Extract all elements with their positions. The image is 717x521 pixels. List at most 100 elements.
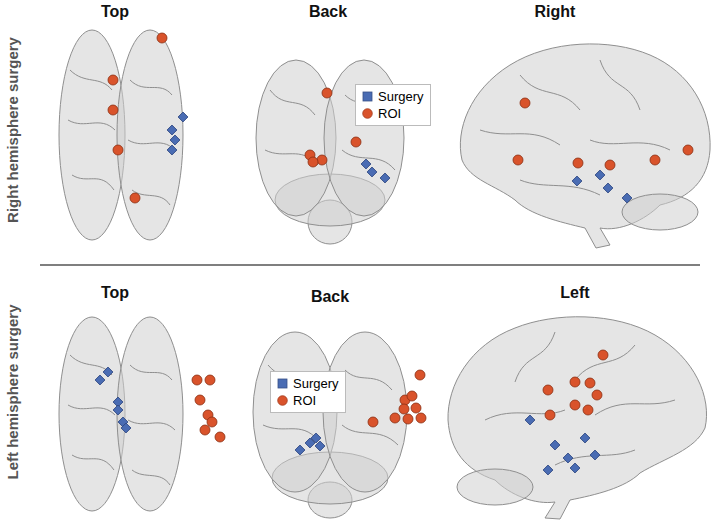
brain-back-view — [253, 332, 407, 518]
roi-marker — [407, 391, 417, 401]
legend-box: SurgeryROI — [270, 371, 346, 413]
legend-entry: Surgery — [277, 375, 339, 392]
roi-marker — [416, 413, 426, 423]
legend-entry: ROI — [277, 392, 339, 409]
roi-marker — [545, 410, 555, 420]
roi-marker — [157, 33, 167, 43]
surgery-marker — [167, 125, 177, 135]
roi-marker — [411, 403, 421, 413]
surgery-marker — [103, 367, 113, 377]
surgery-marker — [525, 415, 535, 425]
roi-marker — [570, 400, 580, 410]
surgery-marker — [580, 433, 590, 443]
label-text: Right hemisphere surgery — [4, 37, 21, 223]
roi-marker — [130, 193, 140, 203]
legend-entry: Surgery — [362, 88, 424, 105]
surgery-marker — [315, 441, 325, 451]
roi-marker — [390, 413, 400, 423]
row-label: Left hemisphere surgery — [4, 304, 21, 479]
surgery-marker — [305, 438, 315, 448]
surgery-marker — [572, 176, 582, 186]
roi-marker — [583, 405, 593, 415]
roi-marker — [415, 370, 425, 380]
view-title: Top — [101, 284, 129, 302]
roi-marker — [650, 155, 660, 165]
legend-text: Surgery — [293, 376, 339, 391]
surgery-marker — [95, 375, 105, 385]
surgery-marker — [590, 450, 600, 460]
surgery-marker — [295, 445, 305, 455]
label-text: Left hemisphere surgery — [4, 304, 21, 479]
surgery-marker — [113, 405, 123, 415]
surgery-marker — [550, 440, 560, 450]
label-text: Back — [309, 3, 347, 20]
surgery-marker — [170, 135, 180, 145]
roi-marker — [108, 105, 118, 115]
legend-text: ROI — [378, 106, 401, 121]
roi-marker — [351, 137, 361, 147]
roi-marker — [322, 88, 332, 98]
legend-swatch-frame — [362, 108, 373, 119]
roi-marker — [683, 145, 693, 155]
surgery-marker — [167, 145, 177, 155]
legend-swatch-frame — [277, 395, 288, 406]
surgery-marker — [595, 170, 605, 180]
view-title: Top — [101, 3, 129, 21]
surgery-marker — [622, 193, 632, 203]
roi-marker — [205, 375, 215, 385]
roi-marker — [399, 404, 409, 414]
roi-marker — [592, 390, 602, 400]
row-label: Right hemisphere surgery — [4, 37, 21, 223]
legend-swatch-frame — [277, 378, 288, 389]
label-text: Right — [535, 3, 576, 20]
surgery-marker — [380, 173, 390, 183]
label-text: Back — [311, 288, 349, 305]
surgery-marker — [178, 112, 188, 122]
legend-swatch-frame — [362, 91, 373, 102]
roi-marker — [195, 395, 205, 405]
label-text: Top — [101, 3, 129, 20]
legend-box: SurgeryROI — [355, 84, 431, 126]
surgery-marker — [543, 465, 553, 475]
surgery-marker — [361, 159, 371, 169]
view-title: Left — [560, 284, 589, 302]
row-separator — [40, 264, 700, 266]
label-text: Top — [101, 284, 129, 301]
view-title: Right — [535, 3, 576, 21]
roi-marker — [598, 350, 608, 360]
roi-marker — [368, 417, 378, 427]
surgery-marker — [603, 183, 613, 193]
roi-marker — [403, 414, 413, 424]
legend-swatch — [278, 396, 288, 406]
roi-marker — [573, 158, 583, 168]
view-title: Back — [311, 288, 349, 306]
legend-swatch — [278, 379, 287, 388]
roi-marker — [317, 155, 327, 165]
roi-marker — [192, 375, 202, 385]
roi-marker — [570, 377, 580, 387]
label-text: Left — [560, 284, 589, 301]
surgery-marker — [367, 167, 377, 177]
legend-swatch — [363, 92, 372, 101]
roi-marker — [543, 385, 553, 395]
roi-marker — [207, 417, 217, 427]
brain-top-view — [59, 30, 183, 240]
brain-side-view — [448, 317, 707, 519]
brain-top-view — [59, 317, 183, 511]
roi-marker — [215, 432, 225, 442]
roi-marker — [513, 155, 523, 165]
legend-swatch — [363, 109, 373, 119]
roi-marker — [585, 378, 595, 388]
roi-marker — [200, 425, 210, 435]
roi-marker — [308, 157, 318, 167]
legend-entry: ROI — [362, 105, 424, 122]
roi-marker — [108, 75, 118, 85]
surgery-marker — [570, 463, 580, 473]
roi-marker — [605, 160, 615, 170]
surgery-marker — [121, 423, 131, 433]
brain-side-view — [460, 44, 710, 248]
surgery-marker — [563, 453, 573, 463]
legend-text: ROI — [293, 393, 316, 408]
legend-text: Surgery — [378, 89, 424, 104]
